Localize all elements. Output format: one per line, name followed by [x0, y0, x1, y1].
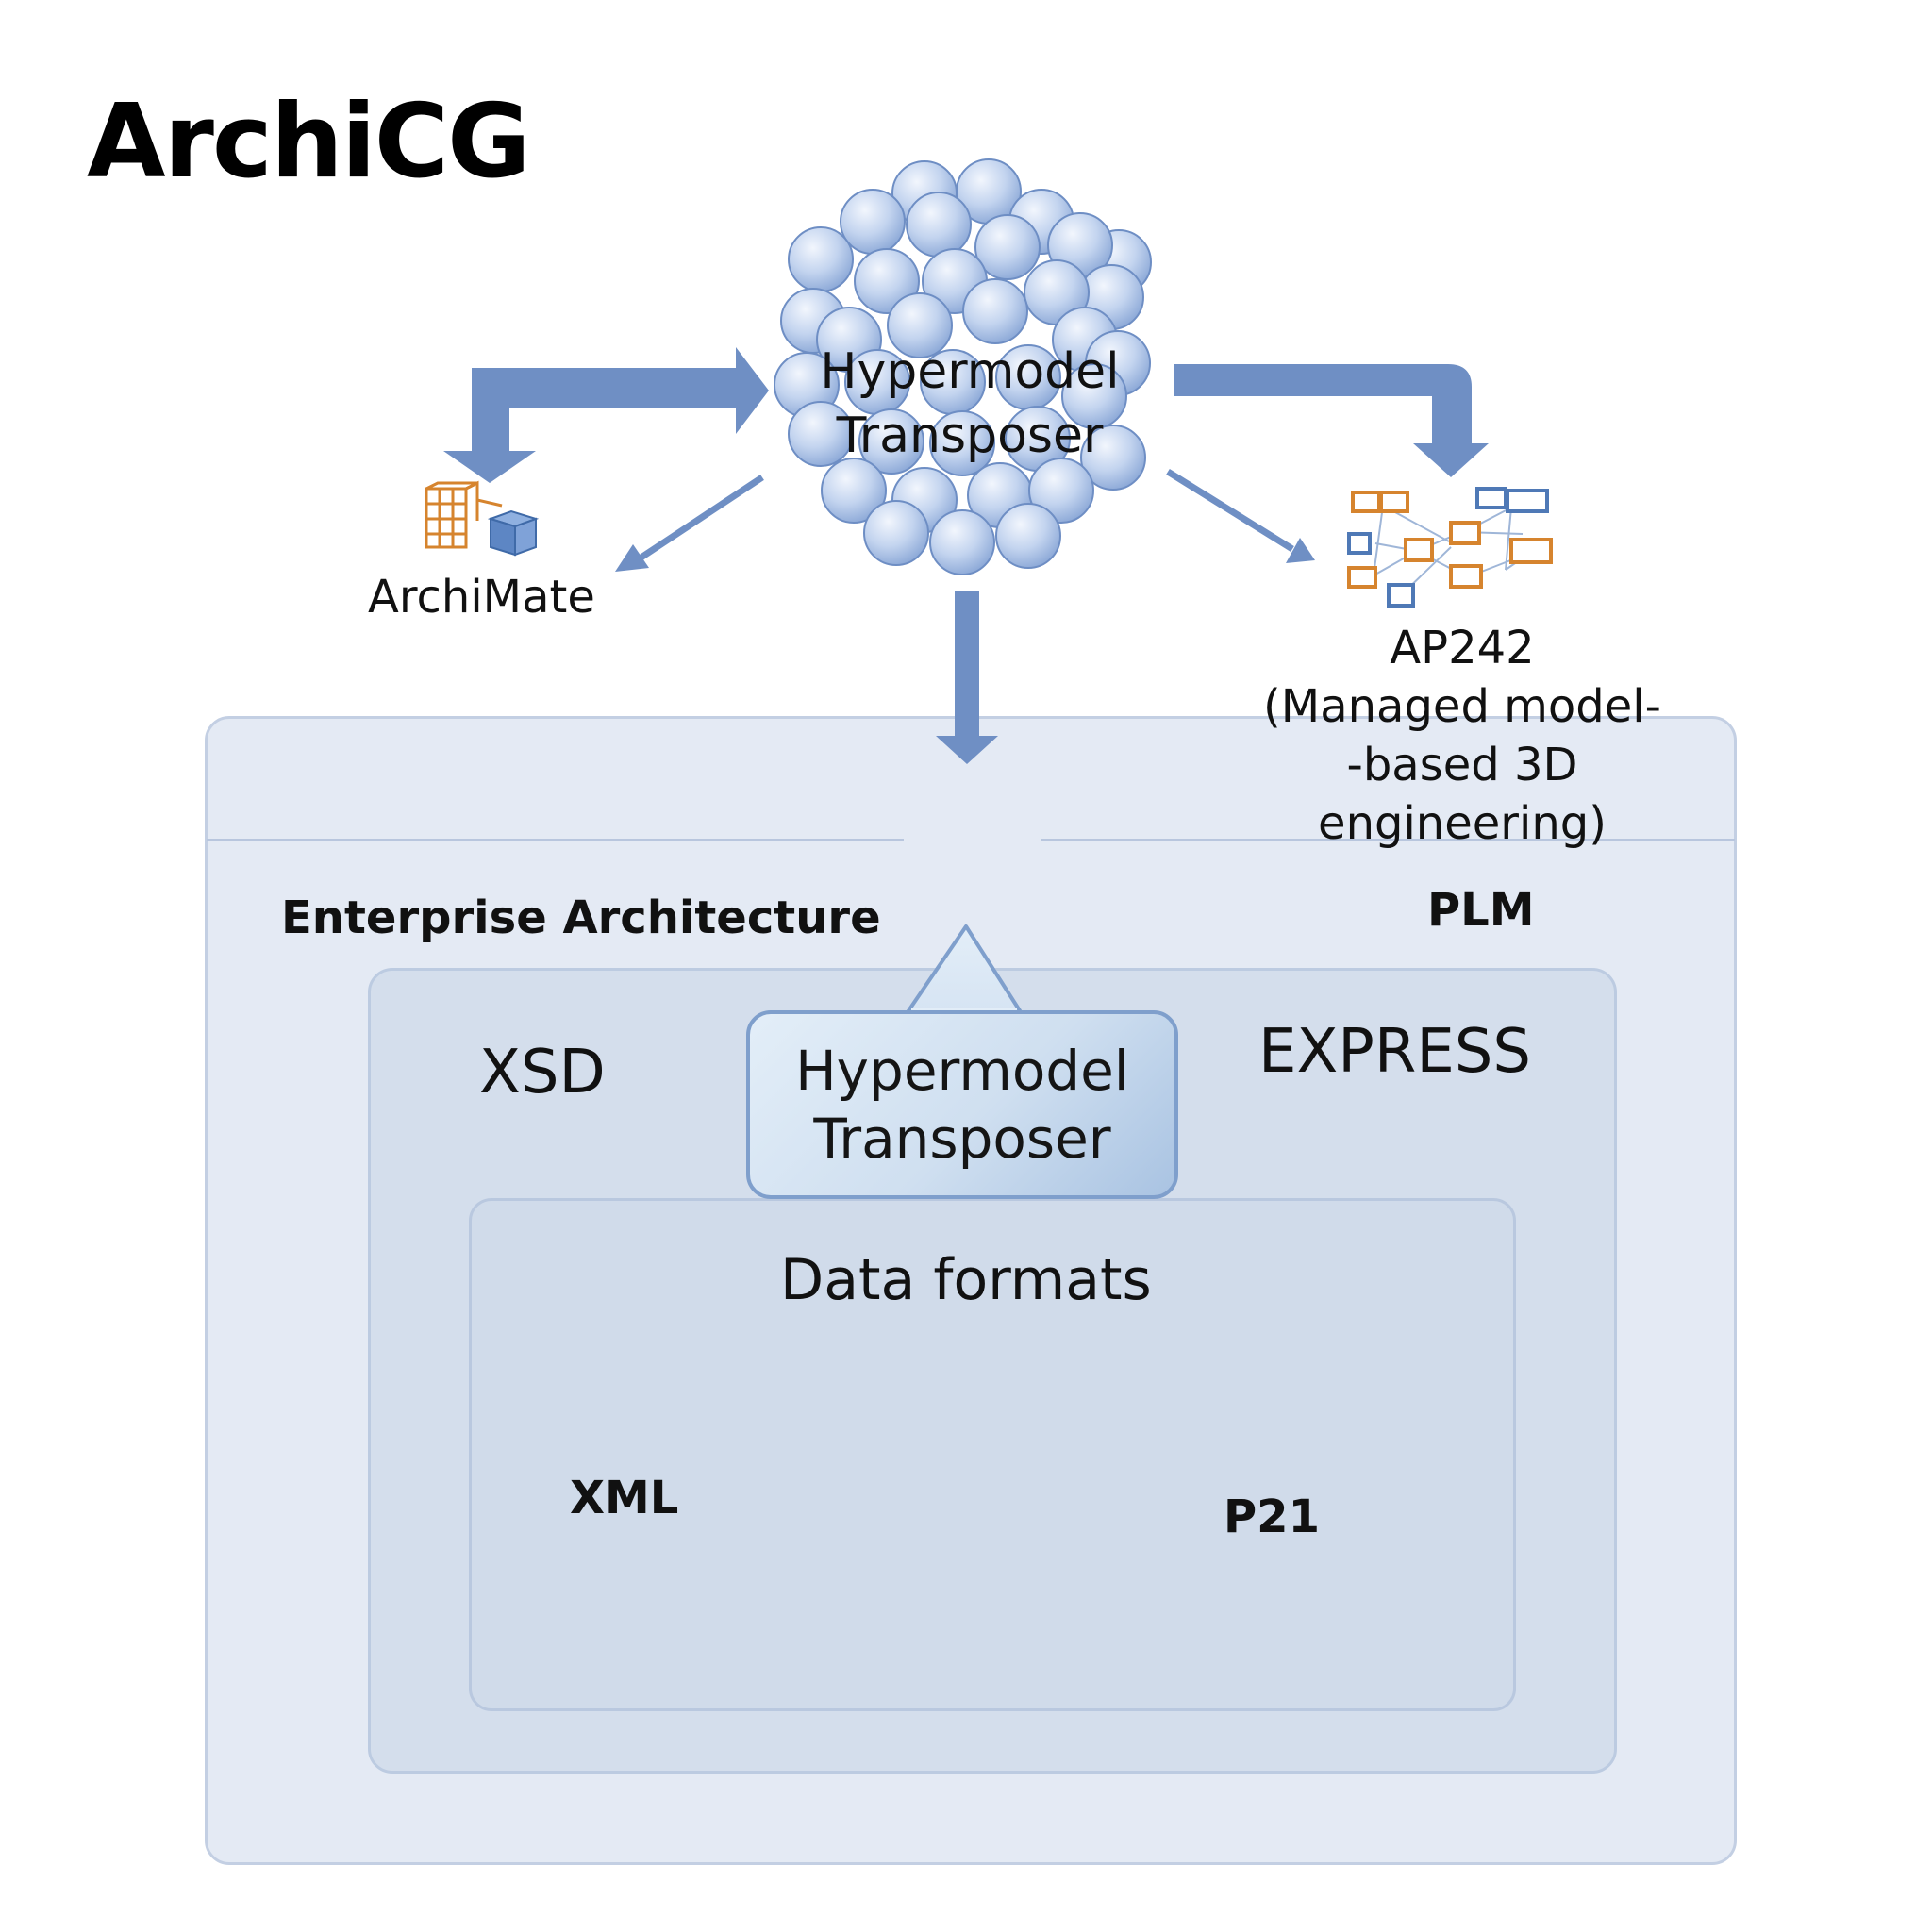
ap242-line3: -based 3D engineering) — [1318, 739, 1607, 850]
archimate-icon — [425, 480, 540, 557]
sphere — [1080, 425, 1146, 491]
sphere — [1061, 363, 1127, 429]
sphere — [906, 192, 972, 258]
sphere — [995, 503, 1061, 569]
p21-label: P21 — [1224, 1491, 1320, 1543]
xml-label: XML — [570, 1472, 679, 1524]
ap242-label: AP242 (Managed model- -based 3D engineer… — [1208, 619, 1717, 853]
xsd-label: XSD — [479, 1038, 606, 1108]
callout-line1: Hypermodel — [795, 1039, 1129, 1103]
sphere — [962, 278, 1028, 344]
sphere — [929, 410, 995, 476]
archimate-label: ArchiMate — [368, 571, 595, 624]
sphere — [887, 292, 953, 358]
ap242-network-icon — [1347, 487, 1553, 608]
data-formats-label: Data formats — [780, 1247, 1152, 1313]
sphere — [974, 214, 1041, 280]
page-title: ArchiCG — [87, 83, 531, 201]
sphere — [863, 500, 929, 566]
sphere — [1028, 458, 1094, 524]
hub-label-line1: Hypermodel — [820, 343, 1120, 400]
thin-arrow-right — [1166, 469, 1315, 563]
hypermodel-transposer-hub-label: Hypermodel Transposer — [781, 340, 1158, 468]
sphere — [788, 226, 854, 292]
left-thick-arrow — [443, 347, 769, 483]
ap242-line1: AP242 — [1390, 622, 1535, 675]
thin-arrow-left — [615, 475, 764, 572]
plm-label: PLM — [1427, 884, 1535, 937]
hypermodel-sphere-cluster — [774, 158, 1152, 575]
enterprise-architecture-label: Enterprise Architecture — [281, 891, 881, 944]
express-label: EXPRESS — [1258, 1017, 1532, 1087]
data-formats-panel — [469, 1198, 1516, 1711]
callout-line2: Transposer — [813, 1107, 1111, 1171]
down-thick-arrow — [936, 591, 998, 764]
divider-gap — [904, 836, 1041, 844]
callout-pointer — [906, 924, 1023, 1016]
sphere — [788, 401, 854, 467]
hypermodel-transposer-callout: Hypermodel Transposer — [746, 1010, 1178, 1199]
sphere — [821, 458, 887, 524]
ap242-line2: (Managed model- — [1263, 680, 1661, 733]
sphere — [840, 189, 906, 255]
sphere — [929, 509, 995, 575]
hub-label-line2: Transposer — [836, 408, 1104, 464]
right-thick-arrow — [1174, 364, 1489, 477]
sphere — [858, 408, 924, 475]
